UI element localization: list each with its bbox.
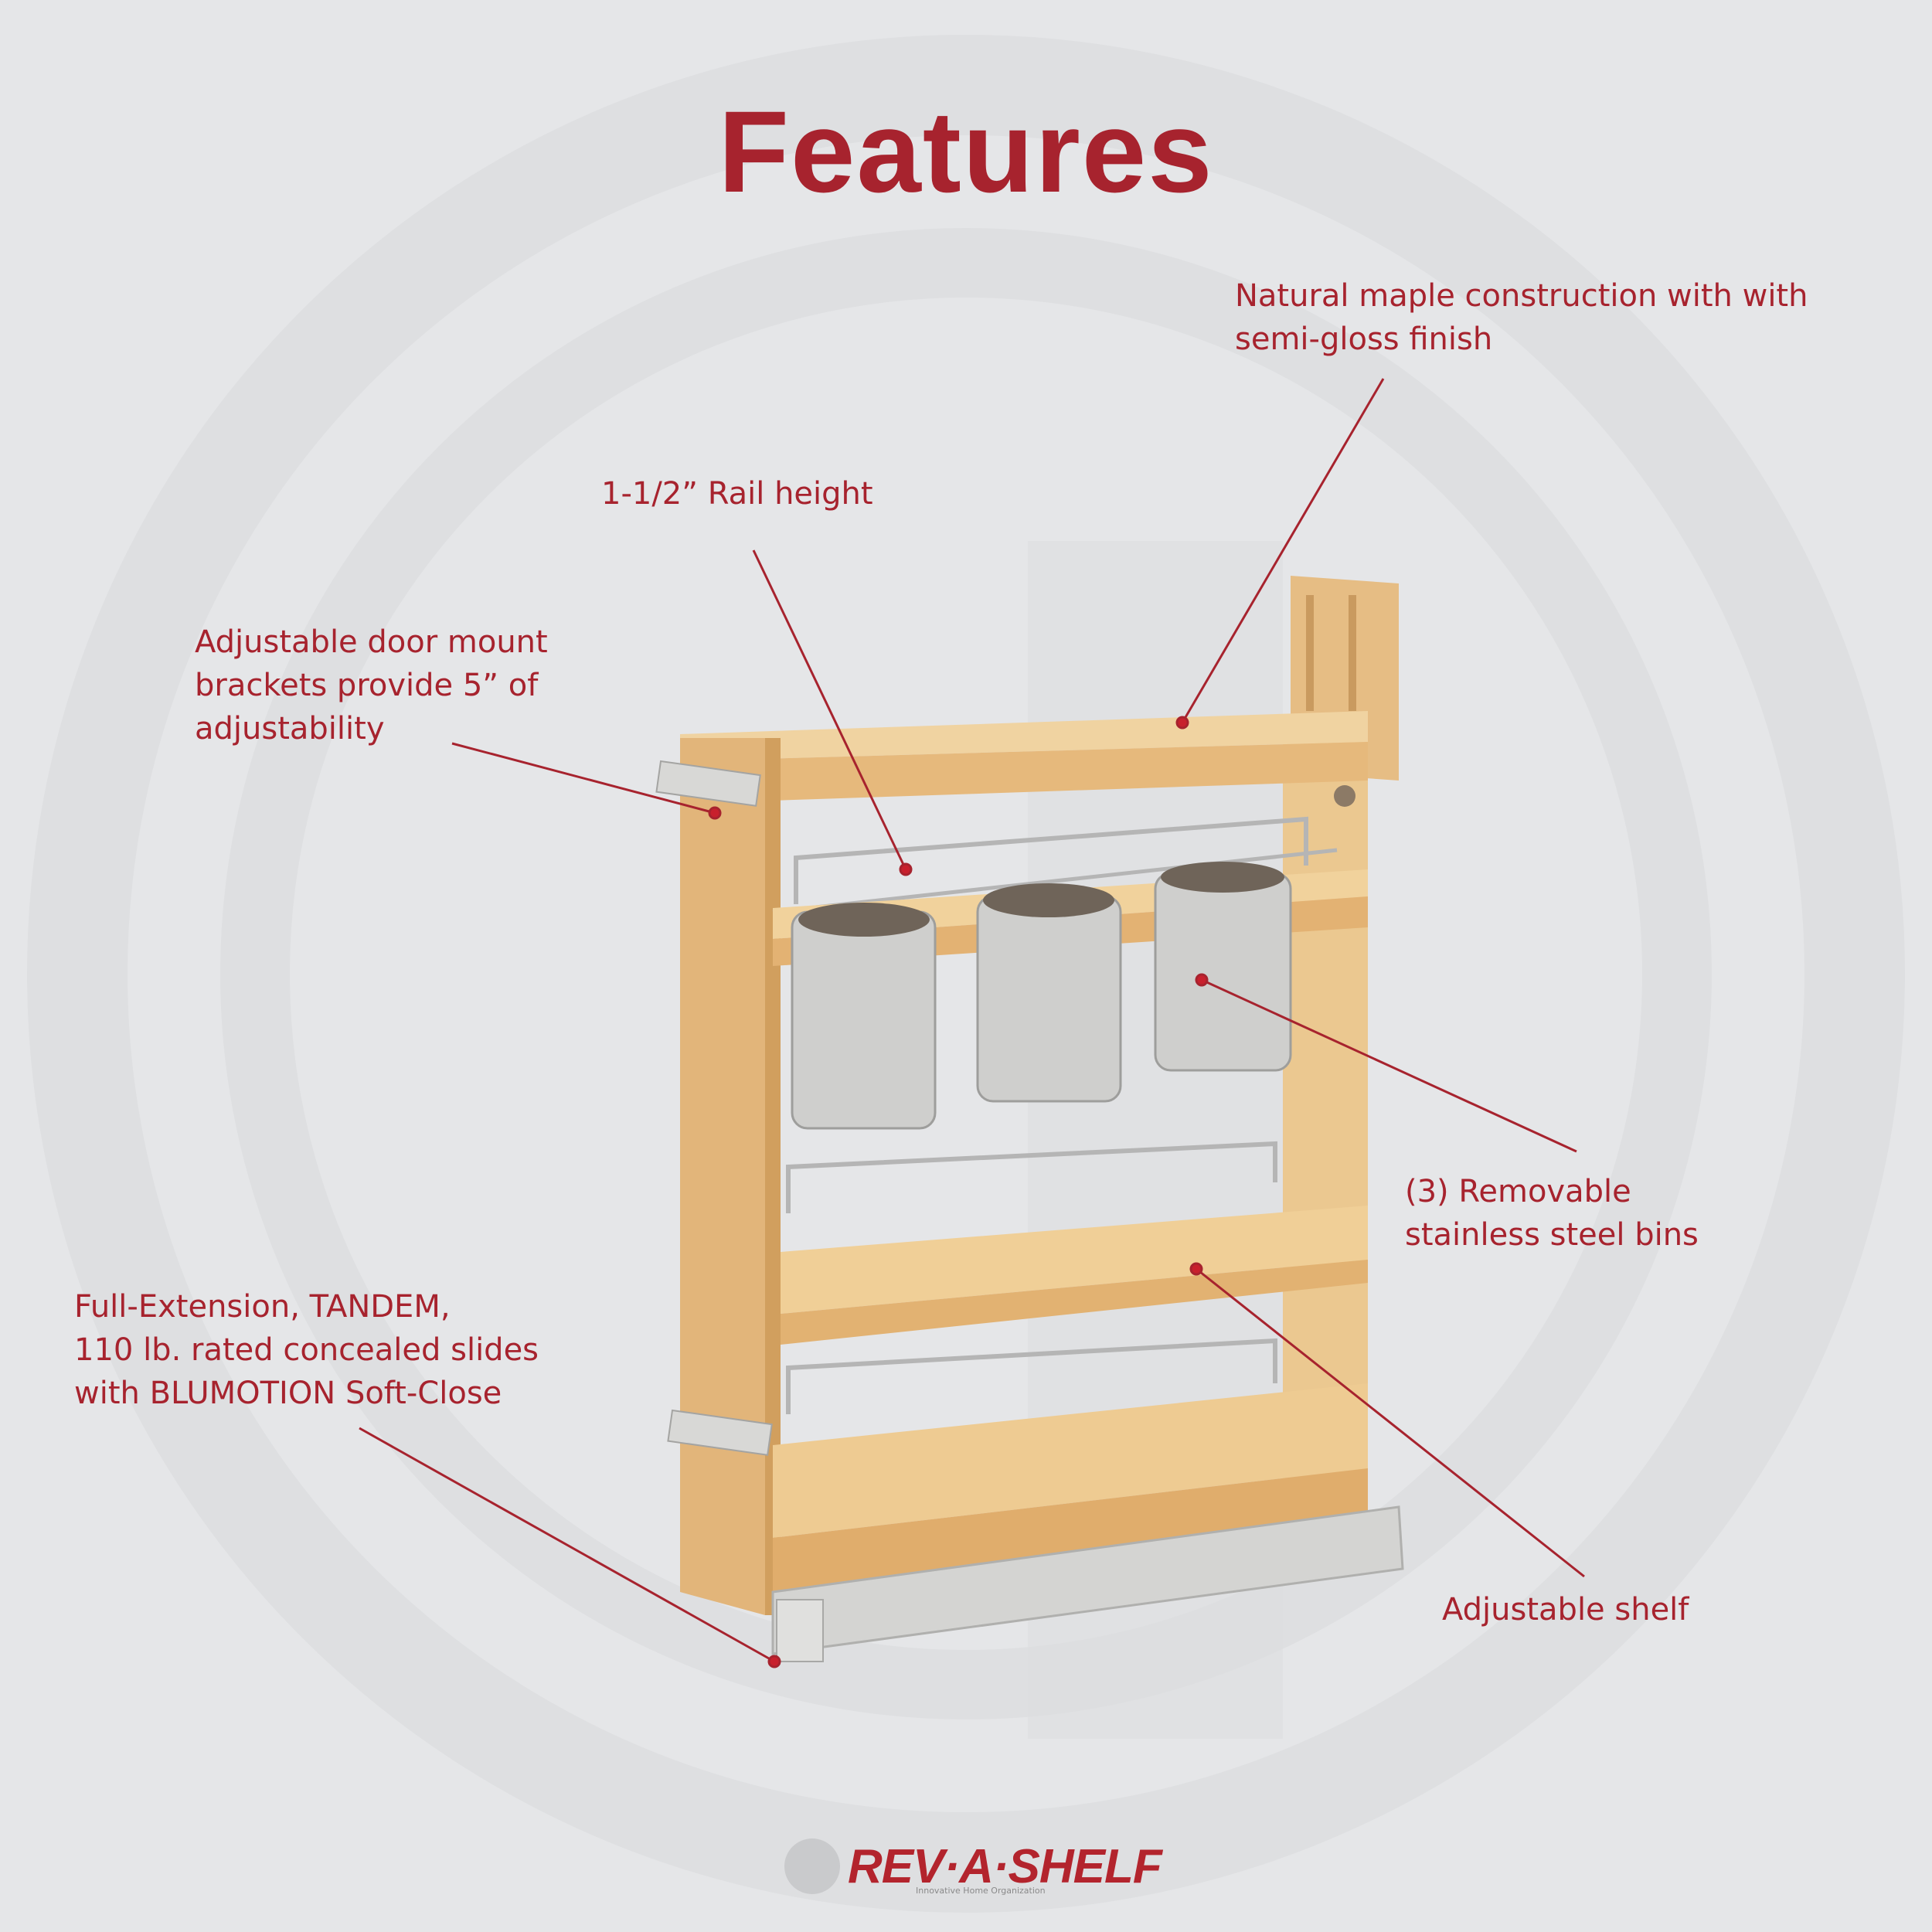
callout-stainless-bins: (3) Removable stainless steel bins <box>1405 1174 1699 1253</box>
logo-tagline: Innovative Home Organization <box>916 1886 1046 1896</box>
callout-rail-height: 1-1/2” Rail height <box>601 476 873 512</box>
callout-maple-construction: Natural maple construction with with sem… <box>1235 278 1808 357</box>
logo-circle-icon <box>784 1838 840 1894</box>
logo-brand-text: REV·A·SHELF <box>848 1839 1162 1893</box>
callout-adjustable-shelf: Adjustable shelf <box>1442 1592 1689 1628</box>
callout-tandem-slides: Full-Extension, TANDEM, 110 lb. rated co… <box>74 1289 539 1411</box>
rev-a-shelf-logo: REV·A·SHELF Innovative Home Organization <box>784 1832 1162 1901</box>
page-title: Features <box>718 87 1214 216</box>
callout-door-mount-brackets: Adjustable door mount brackets provide 5… <box>195 624 548 747</box>
